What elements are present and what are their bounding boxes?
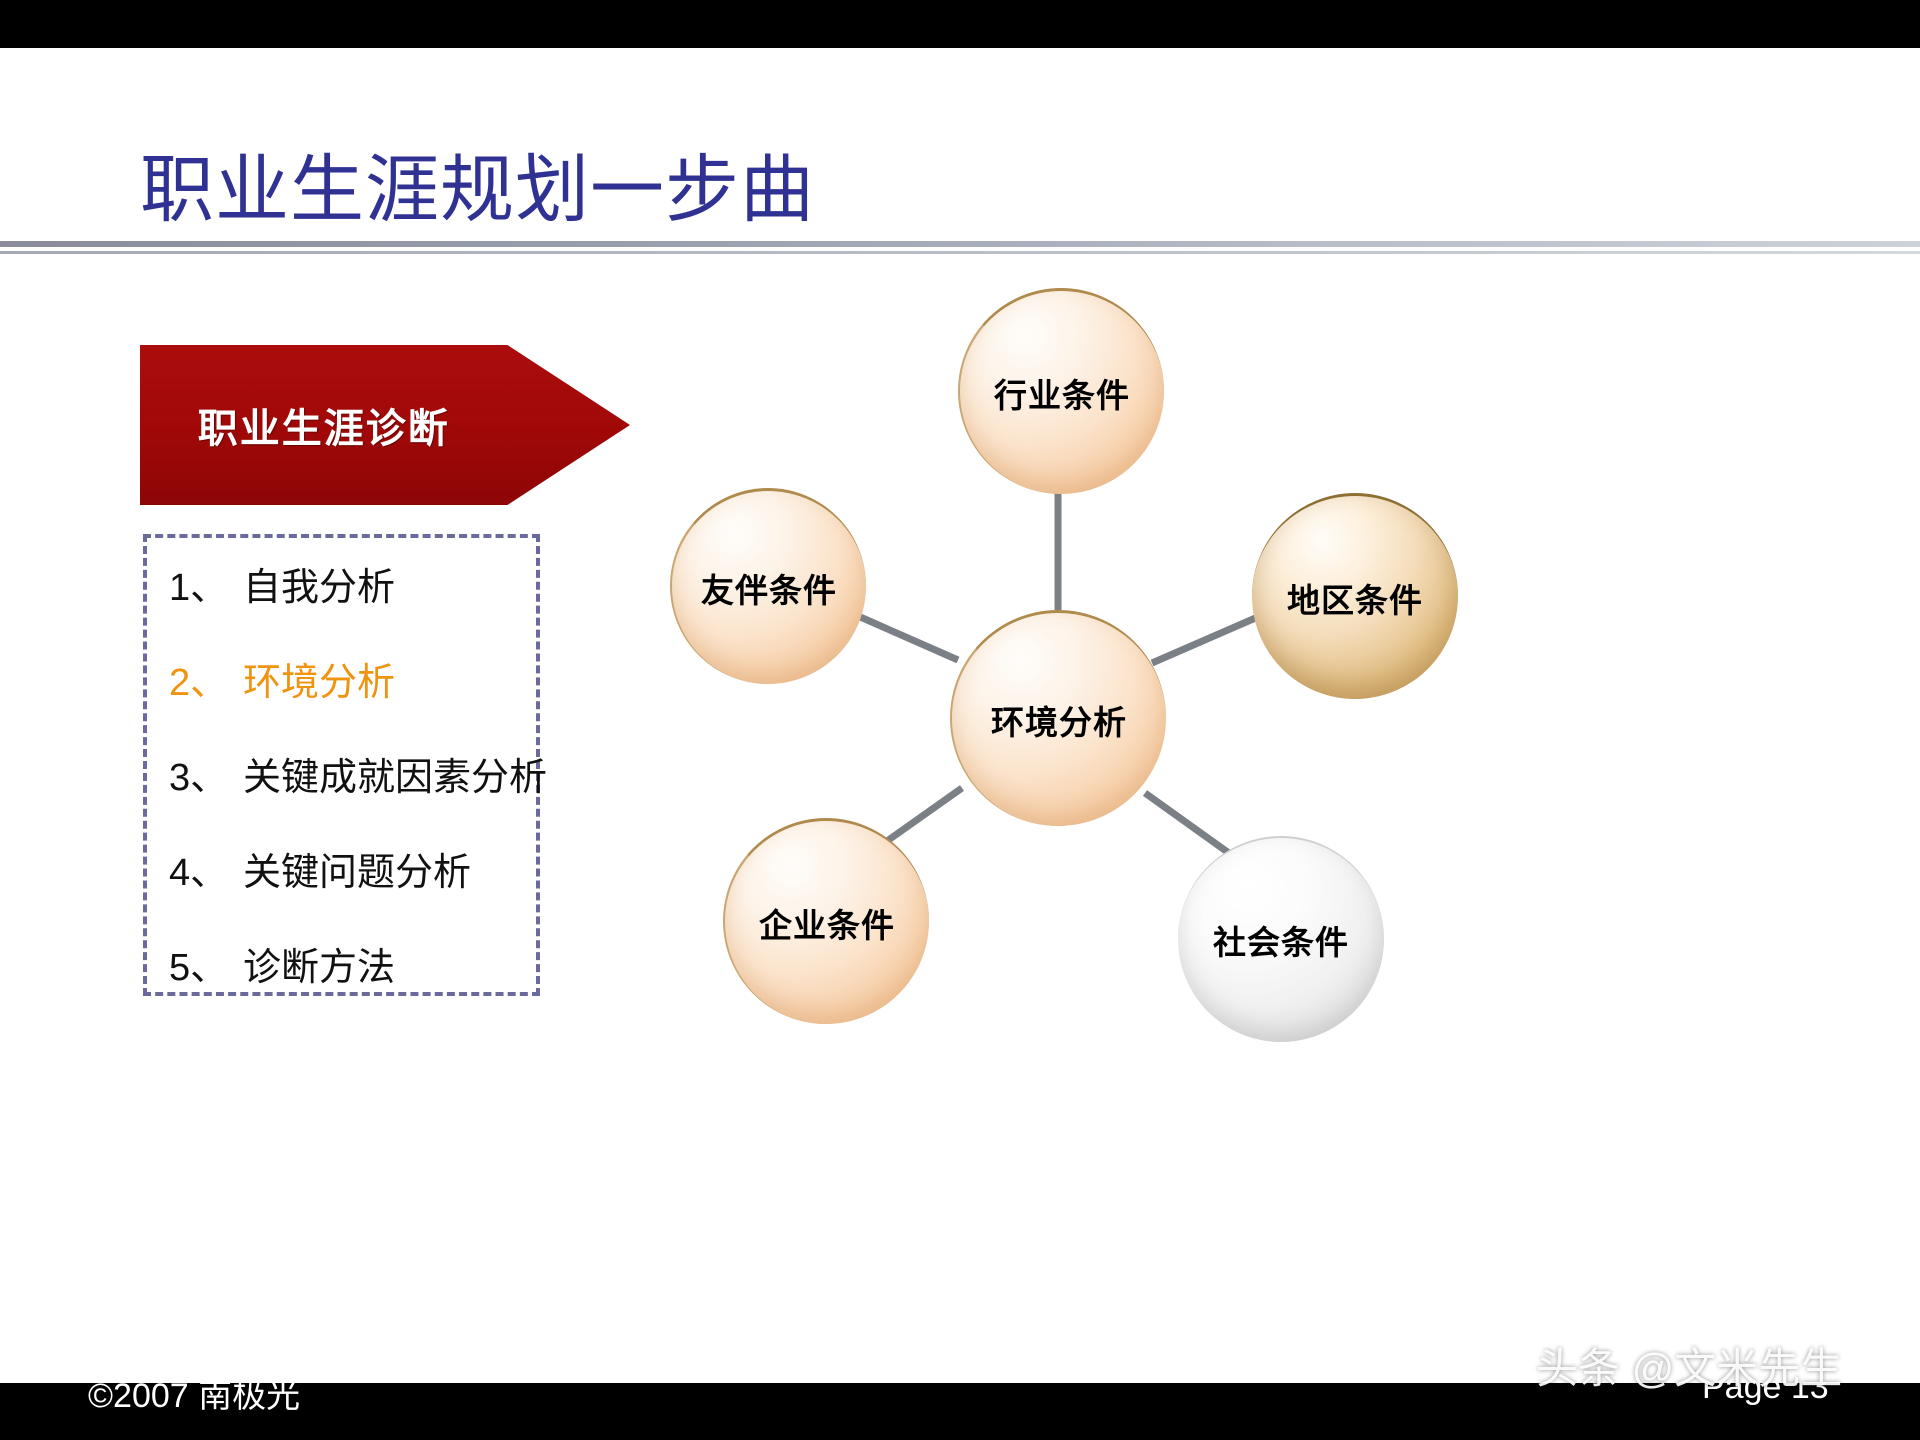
list-item[interactable]: 2、 环境分析	[169, 651, 526, 706]
list-item-number: 1、	[169, 567, 229, 609]
list-item-label: 环境分析	[243, 662, 396, 704]
diagram-node-label: 企业条件	[759, 906, 895, 944]
outline-list-box: 1、 自我分析 2、 环境分析 3、 关键成就因素分析 4、 关键问题分析 5、…	[143, 534, 547, 996]
link-center-company	[877, 785, 965, 849]
page-number: Page 13	[1702, 1368, 1829, 1406]
list-item[interactable]: 4、 关键问题分析	[169, 841, 526, 896]
section-banner: 职业生涯诊断	[140, 345, 630, 505]
outline-list: 1、 自我分析 2、 环境分析 3、 关键成就因素分析 4、 关键问题分析 5、…	[169, 556, 547, 989]
diagram-node-society[interactable]: 社会条件	[1178, 836, 1384, 1042]
diagram-node-label: 社会条件	[1213, 924, 1349, 961]
title-divider	[0, 241, 1920, 255]
diagram-node-industry[interactable]: 行业条件	[958, 288, 1164, 494]
section-banner-label: 职业生涯诊断	[197, 407, 450, 451]
letterbox-top-bar	[0, 0, 1920, 48]
link-center-peers	[856, 612, 960, 664]
list-item-number: 2、	[169, 662, 229, 704]
page-title: 职业生涯规划一步曲	[140, 148, 815, 231]
list-item[interactable]: 3、 关键成就因素分析	[169, 746, 547, 801]
list-item-label: 关键成就因素分析	[243, 757, 548, 799]
link-center-society	[1142, 790, 1243, 864]
letterbox-bottom-bar	[0, 1383, 1920, 1440]
diagram-node-company[interactable]: 企业条件	[723, 818, 929, 1024]
list-item-label: 诊断方法	[243, 947, 396, 989]
divider-thick-line	[0, 241, 1920, 247]
diagram-node-label: 行业条件	[994, 376, 1130, 414]
diagram-node-peers[interactable]: 友伴条件	[670, 488, 866, 684]
environment-analysis-diagram: 环境分析 行业条件 地区条件 社会条件 企业条件 友伴条件	[640, 248, 1900, 1208]
diagram-node-label: 环境分析	[991, 703, 1127, 741]
watermark-text: 头条 @文米先生	[1536, 1345, 1843, 1392]
list-item-number: 3、	[169, 757, 229, 799]
link-center-region	[1150, 612, 1262, 667]
diagram-connector-lines	[856, 493, 1262, 864]
list-item-number: 4、	[169, 852, 229, 894]
list-item-label: 自我分析	[243, 567, 396, 609]
diagram-node-label: 友伴条件	[701, 571, 837, 609]
list-item[interactable]: 1、 自我分析	[169, 556, 526, 611]
divider-thin-line	[0, 251, 1920, 254]
list-item-label: 关键问题分析	[243, 852, 472, 894]
copyright-text: ©2007 南极光	[88, 1377, 301, 1415]
list-item-number: 5、	[169, 947, 229, 989]
diagram-node-label: 地区条件	[1287, 581, 1423, 619]
diagram-node-region[interactable]: 地区条件	[1252, 493, 1458, 699]
arrow-shape	[140, 345, 630, 505]
diagram-node-center[interactable]: 环境分析	[950, 610, 1166, 826]
list-item[interactable]: 5、 诊断方法	[169, 936, 526, 991]
slide-canvas: 职业生涯规划一步曲 职业生涯诊断 1、 自我分析 2、 环境分析 3、 关键成就…	[0, 48, 1920, 1383]
